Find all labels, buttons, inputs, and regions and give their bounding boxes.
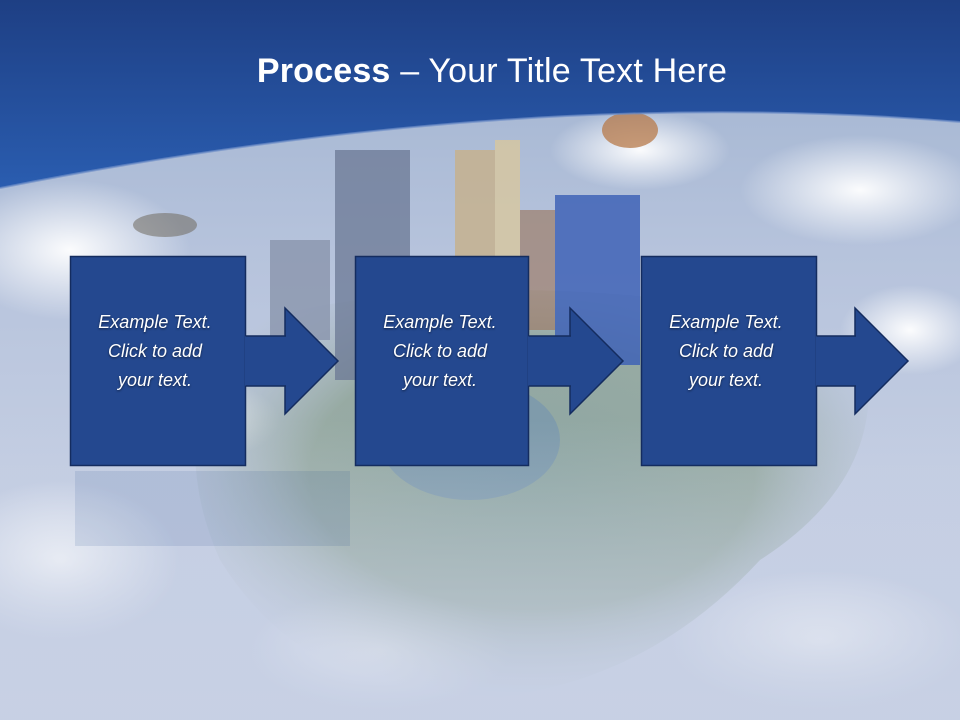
step-1-text[interactable]: Example Text. Click to add your text. xyxy=(98,312,212,390)
step-3-text[interactable]: Example Text. Click to add your text. xyxy=(669,312,783,390)
slide-title: Process – Your Title Text Here xyxy=(0,52,960,91)
title-rest: – Your Title Text Here xyxy=(390,52,728,90)
arrow-box-shape xyxy=(640,255,910,467)
arrow-reflection xyxy=(75,471,350,546)
header-band xyxy=(0,0,960,189)
arrow-box-shape xyxy=(69,255,350,546)
process-step-1: Example Text. Click to add your text. xyxy=(69,255,350,556)
process-step-2: Example Text. Click to add your text. xyxy=(354,255,625,556)
arrow-box-shape xyxy=(354,255,625,467)
title-bold: Process xyxy=(256,52,391,90)
step-2-text[interactable]: Example Text. Click to add your text. xyxy=(383,312,497,390)
process-step-3: Example Text. Click to add your text. xyxy=(640,255,911,556)
